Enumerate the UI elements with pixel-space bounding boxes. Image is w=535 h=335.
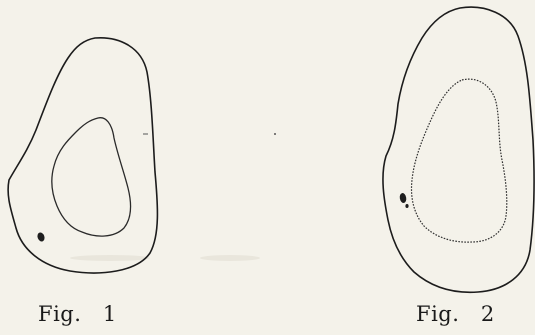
fig1-dark-spot (36, 232, 46, 243)
fig1-outer-outline (8, 38, 157, 273)
fig2-dark-spot (405, 204, 408, 208)
stray-dot (274, 133, 276, 135)
figure-1 (8, 38, 157, 273)
fig2-outer-outline (383, 7, 534, 292)
fig2-dark-spot (399, 193, 407, 204)
figure-1-caption: Fig. 1 (38, 304, 117, 325)
paper-smudge (200, 255, 260, 261)
figure-2 (383, 7, 534, 292)
fig2-inner-outline (412, 79, 507, 242)
figure-2-caption: Fig. 2 (416, 304, 495, 325)
paper-smudge (70, 255, 150, 261)
fig1-inner-outline (52, 118, 131, 236)
